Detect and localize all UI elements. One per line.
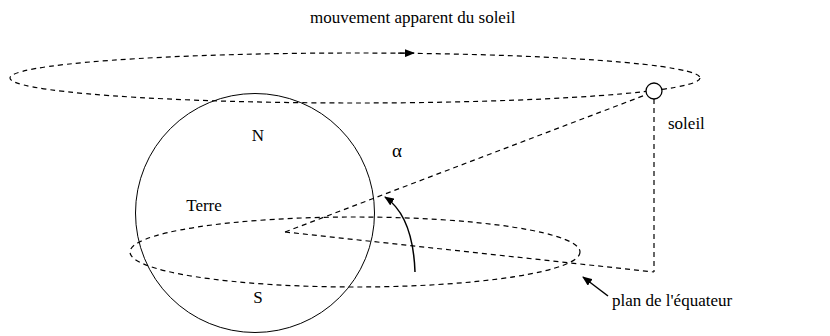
earth-circle: N TerreS [135,93,375,333]
sun-symbol [646,83,662,99]
pole-label: S [253,288,262,308]
sun-label: soleil [668,114,705,134]
projection-line [653,99,654,272]
sun-line [285,94,648,232]
pointer-arrow [583,277,608,296]
angle-arc [385,197,415,272]
angle-label: α [392,140,402,162]
plane-label: plan de l'équateur [612,291,732,311]
pole-label: N [252,126,264,146]
orbit-arrow [398,52,414,53]
equator-line [285,232,654,272]
equator-plane [130,217,580,287]
motion-label: mouvement apparent du soleil [310,8,515,28]
sun-orbit [10,53,700,103]
planet-label: Terre [186,196,222,216]
